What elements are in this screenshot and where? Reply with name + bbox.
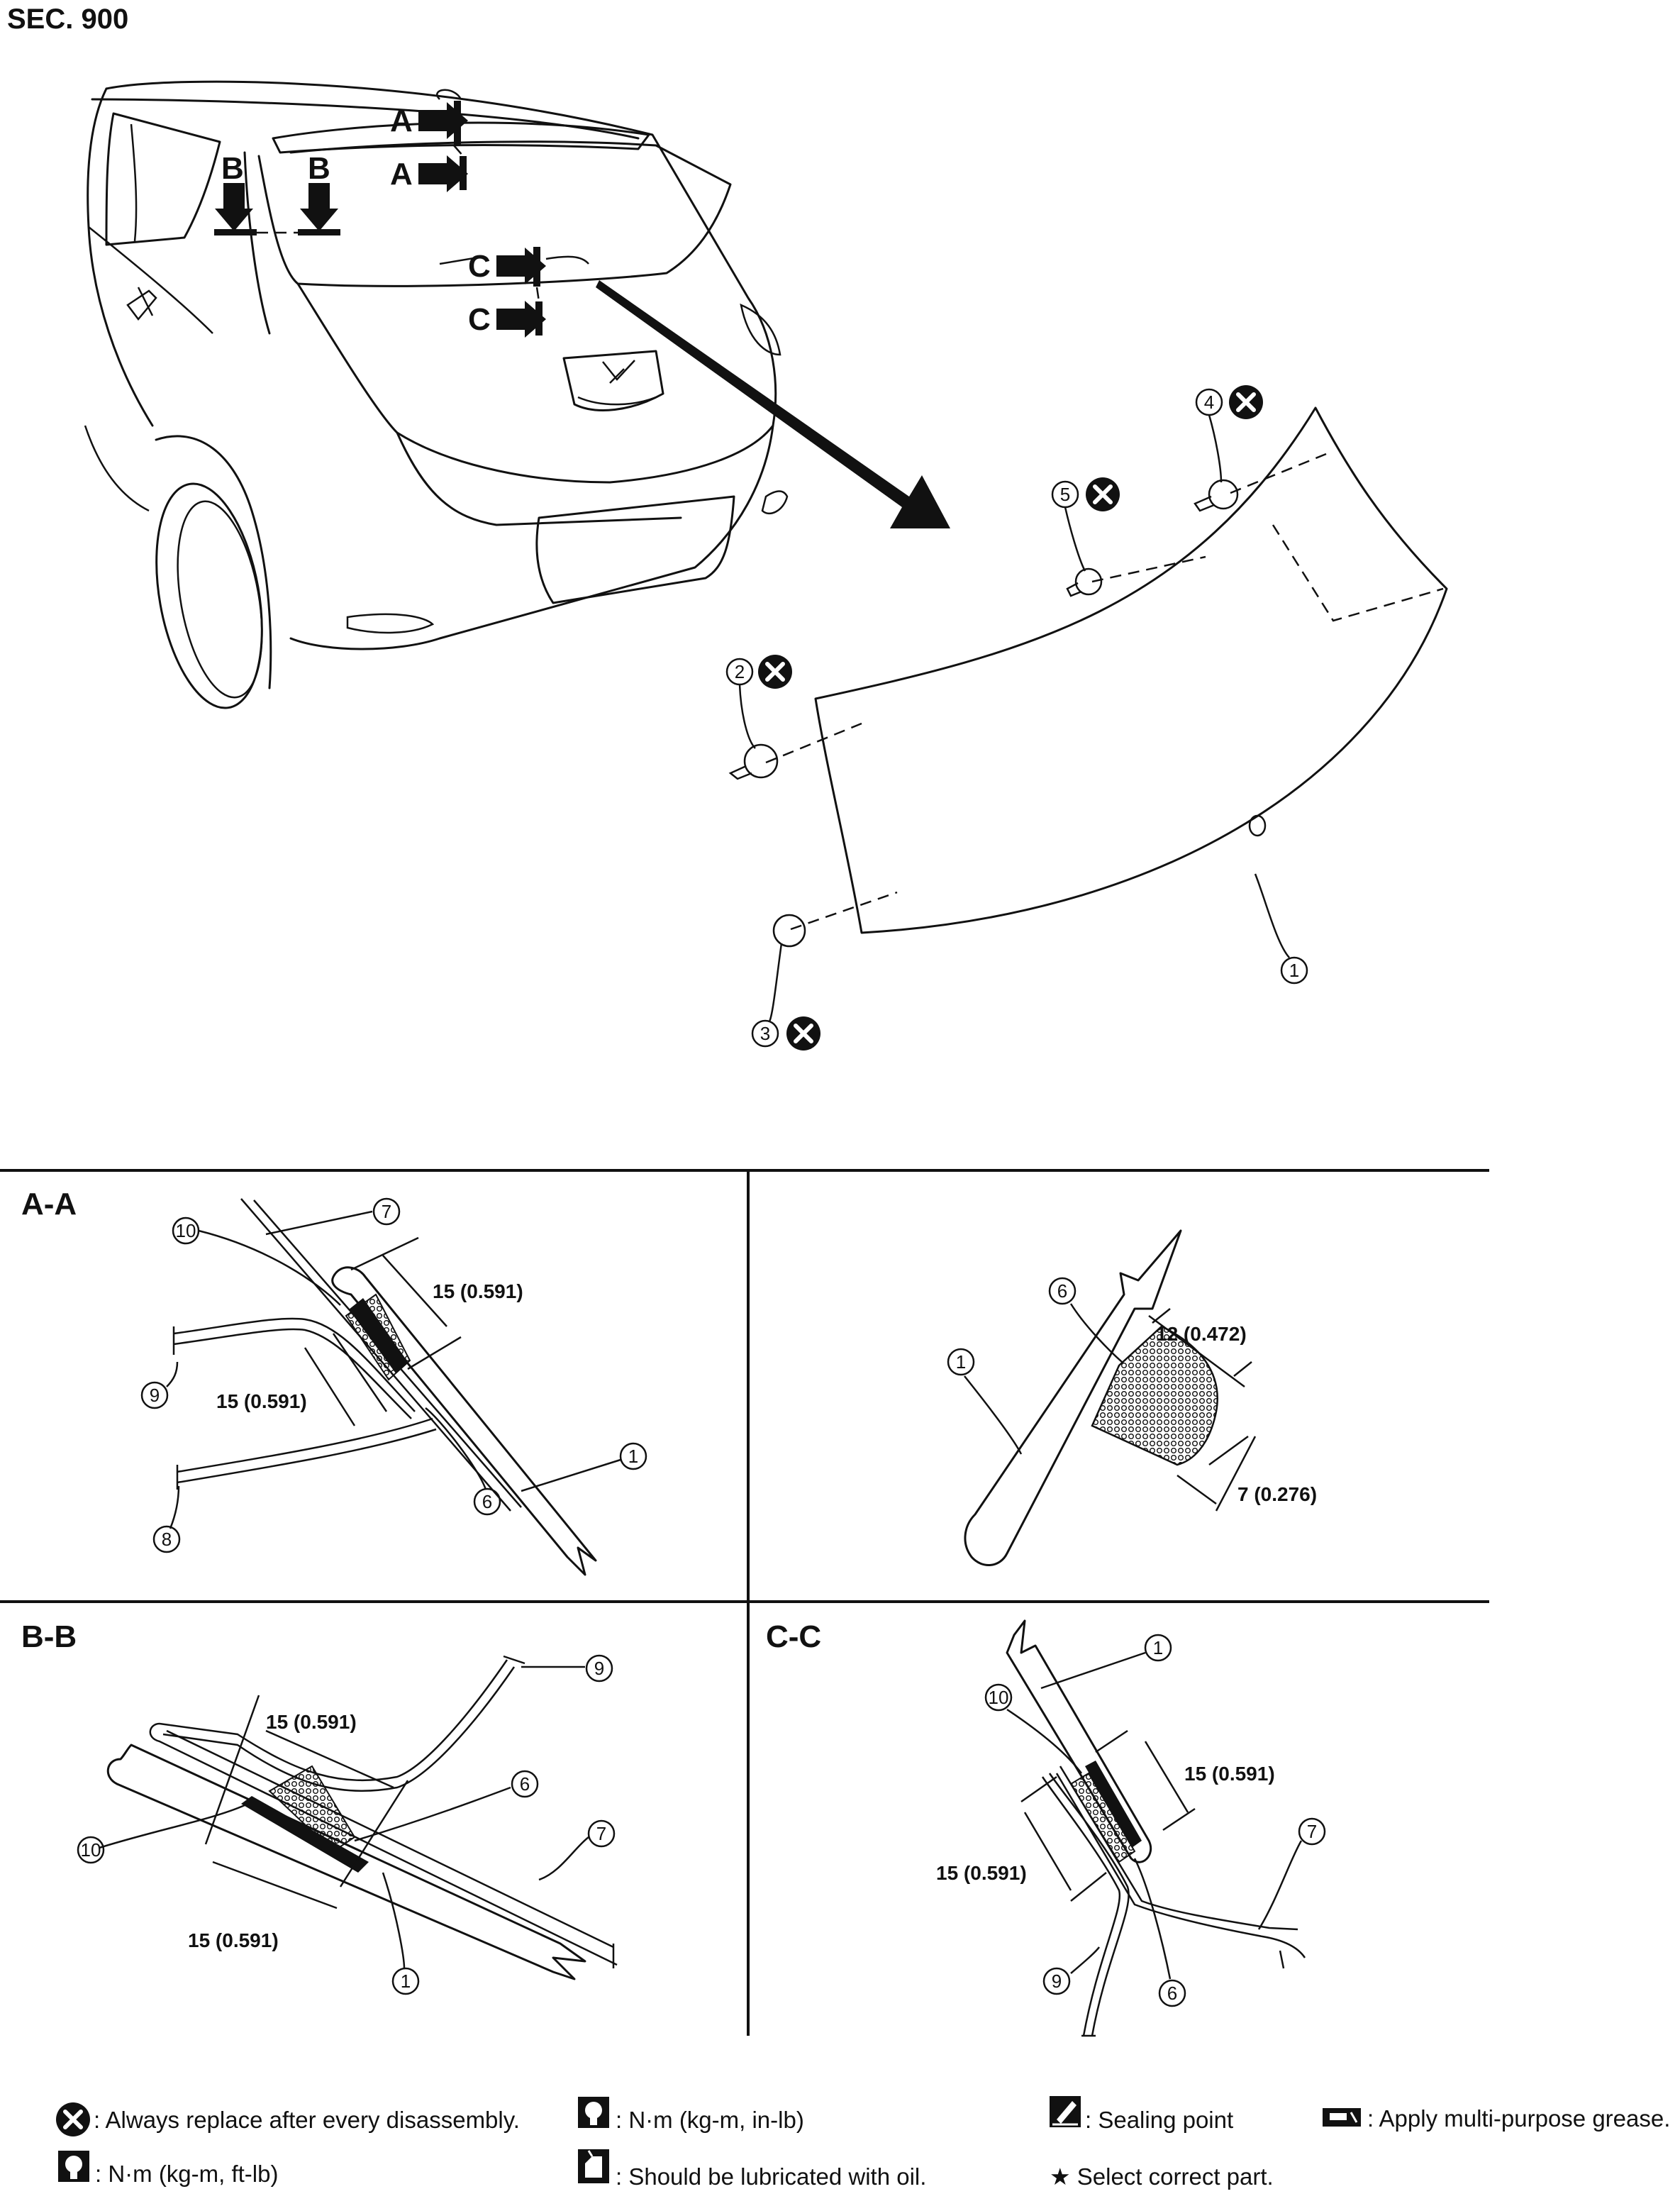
- section-title-c-c: C-C: [766, 1619, 821, 1654]
- detail-pointer-arrow: [596, 280, 950, 528]
- callout-10: 10: [81, 1839, 101, 1861]
- legend-select: ★ Select correct part.: [1050, 2163, 1274, 2190]
- callout-circle: [1280, 956, 1308, 985]
- section-grid: [0, 1169, 1489, 2036]
- callout-1: 1: [628, 1446, 638, 1467]
- legend-replace: : Always replace after every disassembly…: [94, 2107, 520, 2133]
- dimension-label: 15 (0.591): [1184, 1763, 1275, 1785]
- back-door-glass: [814, 406, 1448, 934]
- callout-7: 7: [1307, 1821, 1317, 1842]
- dimension-label: 15 (0.591): [433, 1280, 523, 1302]
- callout-1: 1: [401, 1971, 411, 1992]
- legend-sealing: : Sealing point: [1085, 2107, 1233, 2133]
- dimension-label: 15 (0.591): [188, 1929, 279, 1951]
- section-number: SEC. 900: [7, 4, 128, 35]
- callout-1: 1: [956, 1351, 966, 1373]
- legend-oil: : Should be lubricated with oil.: [616, 2163, 926, 2190]
- replace-icon: [1086, 477, 1120, 511]
- view-marker-c: C: [468, 302, 491, 337]
- section-cut-bar: [298, 229, 340, 235]
- callout-6: 6: [520, 1773, 530, 1795]
- callout-6: 6: [1167, 1983, 1177, 2004]
- callout-circle: [751, 1019, 779, 1048]
- replace-icon: [56, 2102, 90, 2136]
- callout-10: 10: [989, 1687, 1009, 1708]
- section-cut-bar: [460, 156, 467, 190]
- replace-icon: [786, 1016, 820, 1051]
- dimension-label: 15 (0.591): [266, 1711, 357, 1733]
- sealing-point-icon: [1050, 2096, 1081, 2127]
- section-cut-bar: [535, 301, 543, 336]
- dimension-label: 7 (0.276): [1237, 1483, 1317, 1505]
- callout-3: 3: [760, 1023, 770, 1044]
- section-cut-bar: [533, 247, 540, 287]
- section-b-b: B-B 15 (0.591) 15 (0.591) 10 9 6 7 1: [21, 1619, 618, 1995]
- oil-icon: [578, 2149, 609, 2183]
- callout-circle: [1195, 388, 1223, 416]
- section-c-c: C-C 15 (0.591) 15 (0.591) 1 10 7 9 6: [766, 1619, 1326, 2037]
- section-cut-bar: [454, 101, 461, 145]
- callout-9: 9: [594, 1658, 604, 1679]
- torque-in-lb-icon: [578, 2097, 609, 2128]
- view-markers: A A B B C C: [214, 89, 589, 338]
- dimension-label: 15 (0.591): [216, 1390, 307, 1412]
- view-marker-b: B: [308, 151, 330, 186]
- replace-icon: [1229, 385, 1263, 419]
- view-marker-a: A: [390, 157, 413, 192]
- legend: : Always replace after every disassembly…: [56, 2096, 1670, 2190]
- section-title-b-b: B-B: [21, 1619, 77, 1654]
- callout-7: 7: [596, 1823, 606, 1844]
- legend-torque-in-lb: : N·m (kg-m, in-lb): [616, 2107, 804, 2133]
- replace-icon: [758, 655, 792, 689]
- legend-grease: : Apply multi-purpose grease.: [1367, 2105, 1670, 2132]
- dimension-label: 15 (0.591): [936, 1862, 1027, 1884]
- callout-4: 4: [1204, 392, 1214, 413]
- fasteners: [728, 453, 1327, 948]
- section-a-a: A-A 15 (0.591) 15 (0.591) 10 7 9 8 6 1: [21, 1187, 647, 1576]
- callout-5: 5: [1060, 484, 1070, 505]
- callout-8: 8: [162, 1529, 172, 1550]
- view-marker-a: A: [390, 104, 413, 138]
- torque-ft-lb-icon: [58, 2151, 89, 2182]
- section-bead-detail: 12 (0.472) 7 (0.276) 6 1: [947, 1229, 1317, 1566]
- callout-1: 1: [1153, 1637, 1163, 1658]
- callout-1: 1: [1289, 960, 1299, 981]
- view-marker-b: B: [221, 151, 244, 186]
- callout-6: 6: [482, 1491, 492, 1512]
- callout-9: 9: [150, 1385, 160, 1406]
- callout-2: 2: [735, 661, 745, 682]
- legend-torque-ft-lb: : N·m (kg-m, ft-lb): [95, 2161, 278, 2187]
- dimension-label: 12 (0.472): [1156, 1323, 1247, 1345]
- callouts-exploded: 1 2 3 4 5: [725, 385, 1308, 1051]
- grease-icon: [1323, 2108, 1361, 2127]
- callout-circle: [1051, 480, 1079, 509]
- view-arrow-icon: [300, 183, 338, 231]
- callout-6: 6: [1057, 1280, 1067, 1302]
- vehicle-rear-illustration: [84, 80, 789, 709]
- callout-10: 10: [176, 1220, 196, 1241]
- section-title-a-a: A-A: [21, 1187, 77, 1221]
- callout-9: 9: [1052, 1971, 1062, 1992]
- callout-circle: [725, 658, 754, 686]
- callout-7: 7: [382, 1201, 391, 1222]
- view-marker-c: C: [468, 249, 491, 284]
- section-cut-bar: [214, 229, 257, 235]
